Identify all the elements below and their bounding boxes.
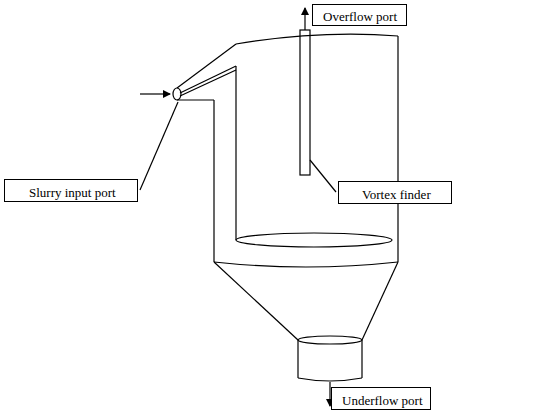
inner-ring — [236, 233, 392, 247]
cylinder-wall — [397, 36, 398, 262]
label-box: Slurry input port — [4, 179, 138, 202]
cone-wall — [214, 262, 298, 340]
inlet-opening — [173, 88, 181, 100]
leader-line — [140, 102, 178, 190]
label-box: Underflow port — [331, 387, 431, 410]
cylinder-wall — [213, 100, 214, 262]
overflow-arrow — [304, 8, 305, 30]
nozzle-wall — [177, 44, 236, 88]
nozzle-wall — [180, 66, 236, 93]
tube-wall — [297, 340, 298, 378]
cylinder-bottom — [214, 262, 398, 267]
nozzle-wall — [177, 99, 214, 100]
inner-wall — [235, 66, 236, 240]
label-text: Underflow port — [342, 393, 423, 409]
label-text: Overflow port — [323, 9, 397, 25]
cone-wall — [362, 262, 398, 340]
label-text: Vortex finder — [362, 187, 431, 203]
vortex-finder-tube — [300, 30, 310, 175]
leader-line — [310, 160, 336, 192]
cylinder-roof — [236, 34, 398, 44]
tube-wall — [361, 340, 362, 378]
nozzle-wall — [180, 70, 236, 96]
label-text: Slurry input port — [29, 185, 116, 201]
tube-bottom — [298, 378, 362, 381]
label-box: Vortex finder — [338, 181, 452, 204]
tube-rim — [298, 336, 362, 344]
label-box: Overflow port — [312, 4, 407, 26]
inflow-arrow — [140, 93, 170, 94]
